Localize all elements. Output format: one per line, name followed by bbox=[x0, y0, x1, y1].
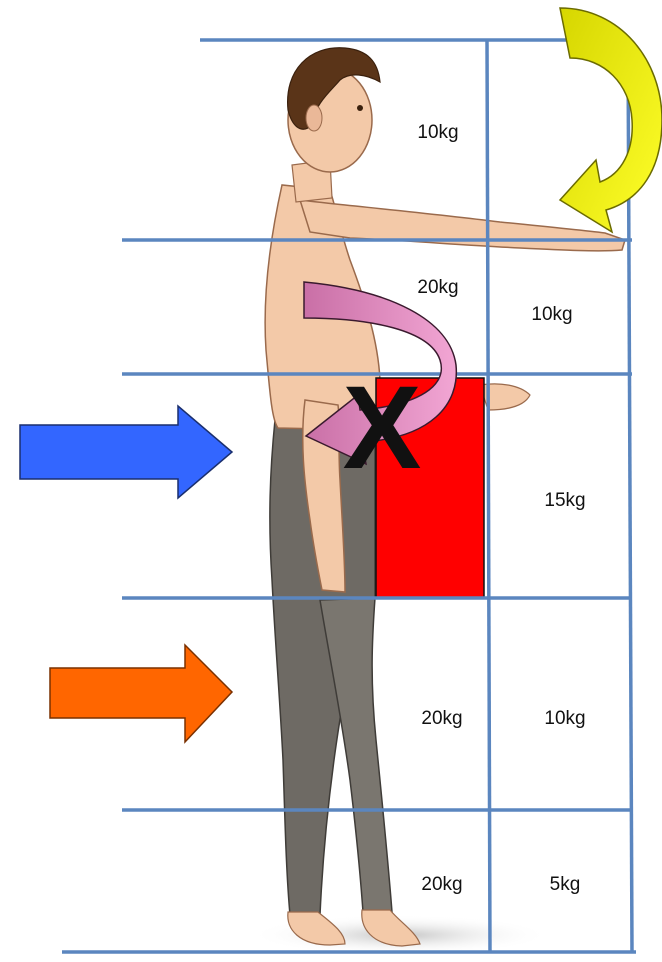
zone-label-upper-inner: 10kg bbox=[417, 122, 458, 143]
forbidden-x-icon: X bbox=[343, 362, 422, 494]
grid-line-inner-vertical bbox=[487, 40, 490, 952]
zone-label-low-inner: 20kg bbox=[421, 874, 462, 895]
zone-label-low-outer: 5kg bbox=[550, 874, 581, 895]
eye bbox=[357, 105, 363, 111]
blue-arrow-right-icon bbox=[20, 406, 232, 498]
zone-label-shoulder-inner: 20kg bbox=[417, 277, 458, 298]
zone-label-waist-outer: 15kg bbox=[544, 490, 585, 511]
zone-label-shoulder-outer: 10kg bbox=[531, 304, 572, 325]
yellow-curved-arrow-icon bbox=[560, 8, 662, 232]
zone-label-thigh-inner: 20kg bbox=[421, 708, 462, 729]
orange-arrow-right-icon bbox=[50, 645, 232, 742]
ear bbox=[306, 105, 322, 131]
zone-label-thigh-outer: 10kg bbox=[544, 708, 585, 729]
